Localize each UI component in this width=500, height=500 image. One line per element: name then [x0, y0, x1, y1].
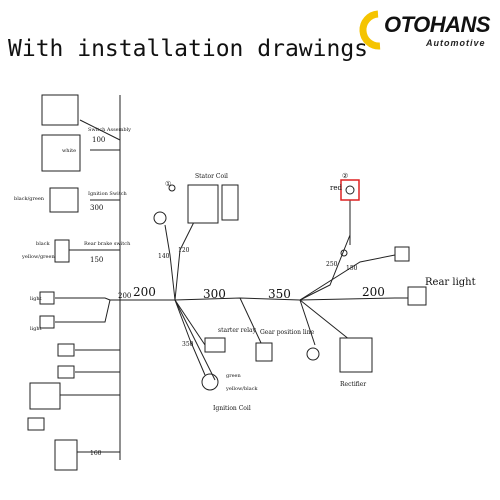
label-len-150-b: 150: [346, 265, 358, 272]
switch-assembly-connector-a: [41, 94, 79, 126]
label-red: red: [330, 184, 342, 192]
label-yellow-green: yellow/green: [21, 254, 55, 260]
ignition-coil-icon: [201, 373, 219, 391]
label-black: black: [36, 241, 51, 247]
label-green: green: [226, 373, 242, 379]
rear-light-connector: [407, 286, 427, 306]
label-len-300: 300: [203, 287, 226, 301]
label-circle-2: ②: [342, 172, 348, 180]
small-connector-a: [57, 343, 75, 357]
ignition-switch-connector: [49, 187, 79, 213]
label-len-100: 100: [92, 136, 105, 144]
light-connector-bottom: [39, 315, 55, 329]
gear-position-connector: [255, 342, 273, 362]
page-title: With installation drawings: [8, 36, 369, 62]
label-ignition-switch: Ignition Switch: [88, 191, 128, 197]
red-terminal-highlight: [340, 179, 360, 201]
label-len-160: 160: [90, 450, 102, 457]
light-connector-top: [39, 291, 55, 305]
label-circle-1: ①: [165, 180, 171, 188]
small-connector-c: [29, 382, 61, 410]
label-len-350: 350: [268, 287, 291, 301]
label-rear-light: Rear light: [425, 277, 476, 288]
label-len-300-small: 300: [90, 204, 103, 212]
label-light-bottom: light: [30, 326, 42, 332]
small-connector-b: [57, 365, 75, 379]
switch-assembly-connector-b: [41, 134, 81, 172]
label-len-200-small: 200: [118, 292, 131, 300]
label-ignition-coil: Ignition Coil: [213, 405, 251, 412]
brand-tagline: Automotive: [426, 38, 486, 48]
label-rectifier: Rectifier: [340, 381, 366, 388]
label-len-120: 120: [178, 247, 190, 254]
label-len-250: 250: [326, 261, 338, 268]
label-stator-coil: Stator Coil: [195, 173, 228, 180]
stator-coil-connector-a: [187, 184, 219, 224]
label-gear-position-line: Gear position line: [260, 329, 315, 336]
label-len-350-small: 350: [182, 341, 194, 348]
brand-swoosh-icon: [359, 10, 381, 50]
stator-coil-connector-b: [221, 184, 239, 221]
label-len-200-main: 200: [133, 285, 156, 299]
ground-terminal-icon: [306, 347, 320, 361]
brand-logo: OTOHANS Automotive: [356, 6, 496, 56]
small-connector-d: [27, 417, 45, 431]
label-len-150: 150: [90, 256, 103, 264]
label-black-green: black/green: [14, 196, 45, 202]
label-light-top: light: [30, 296, 42, 302]
label-rear-brake-switch: Rear brake switch: [84, 241, 131, 247]
label-len-140: 140: [158, 253, 170, 260]
label-yellow-black: yellow/black: [225, 386, 259, 392]
ring-terminal-icon: [153, 211, 167, 225]
label-len-200-right: 200: [362, 285, 385, 299]
label-white: white: [62, 148, 76, 154]
brand-name: OTOHANS: [384, 12, 491, 37]
label-starter-relay: starter relay: [218, 327, 257, 334]
starter-relay-connector: [204, 337, 226, 353]
right-small-connector: [394, 246, 410, 262]
bottom-connector: [54, 439, 78, 471]
rectifier-connector: [339, 337, 373, 373]
rear-brake-switch-connector: [54, 239, 70, 263]
label-switch-assembly: Switch Assembly: [88, 127, 131, 133]
